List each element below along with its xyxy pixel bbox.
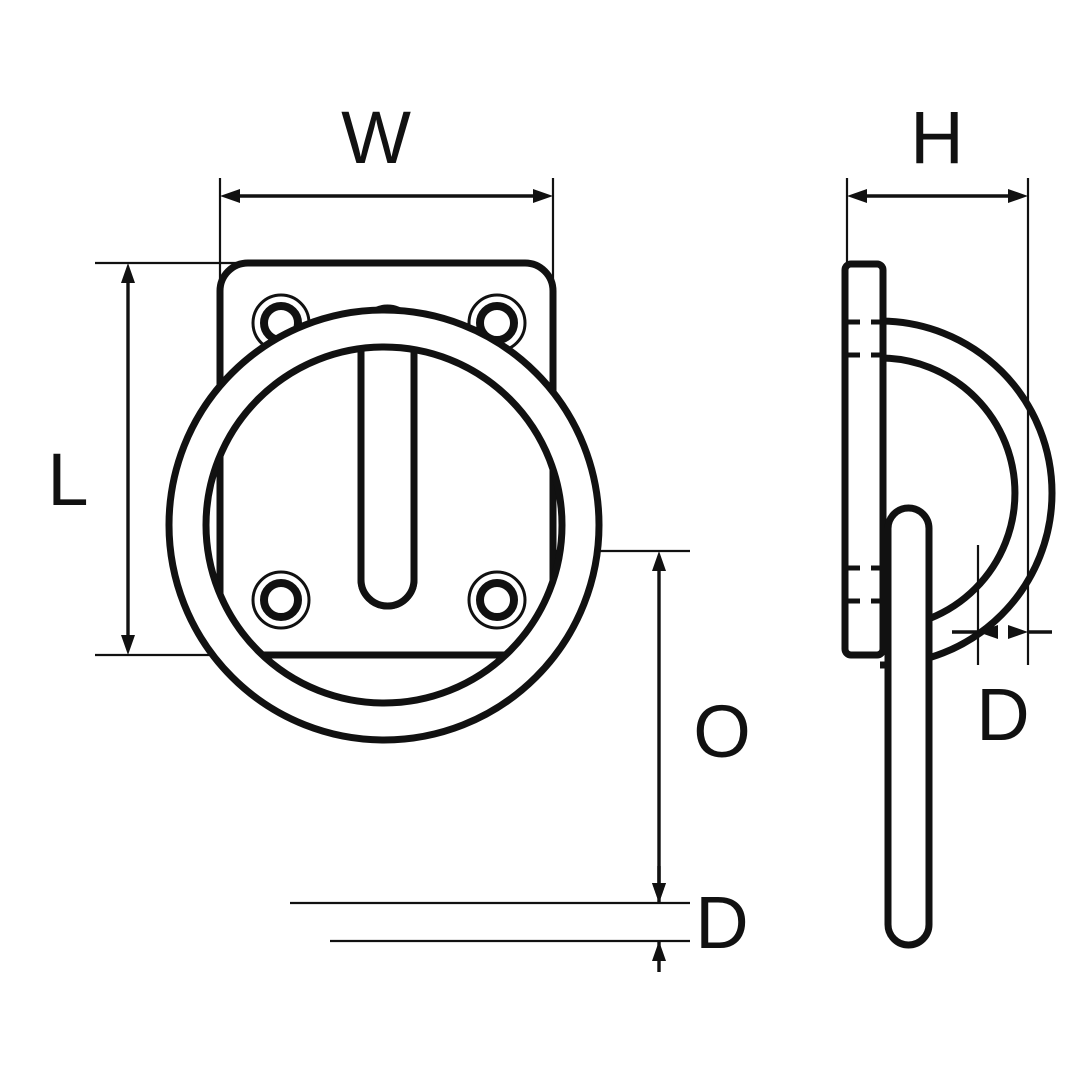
mounting-holes-group [251, 293, 527, 630]
round-ring [165, 306, 603, 744]
dimension-label-h: H [910, 96, 963, 179]
side-hidden-hole-lines [847, 319, 881, 604]
arrow-d-side-left [978, 625, 998, 639]
dimension-label-l: L [47, 438, 88, 521]
arrow-w-left [220, 189, 240, 203]
side-view: H D [841, 96, 1056, 949]
dimension-l: L [47, 263, 135, 655]
side-mounting-plate [841, 260, 887, 659]
dimension-label-o: O [693, 690, 751, 773]
dimension-d-side: D [952, 625, 1052, 756]
arrow-d-front-bottom [652, 941, 666, 961]
center-slot-foreground-cap [357, 520, 418, 610]
side-ring-profile [879, 317, 1056, 669]
side-ring-stock-bar [884, 504, 933, 949]
side-ring-outer-arc [879, 317, 1056, 669]
dimension-label-w: W [341, 96, 411, 179]
arrow-d-side-right [1008, 625, 1028, 639]
arrow-w-right [533, 189, 553, 203]
dimension-o: O [652, 551, 751, 903]
arrow-l-top [121, 263, 135, 283]
mounting-hole-bottom-left [251, 570, 311, 630]
front-view: W L O D [47, 96, 751, 972]
arrow-d-front-top [652, 883, 666, 903]
arrow-h-right [1008, 189, 1028, 203]
arrow-h-left [847, 189, 867, 203]
arrow-l-bottom [121, 635, 135, 655]
dimension-w: W [220, 96, 553, 203]
ring-outer-circle [165, 306, 603, 744]
mounting-hole-bottom-right [467, 570, 527, 630]
arrow-o-top [652, 551, 666, 571]
dimension-label-d-side: D [976, 673, 1029, 756]
dimension-label-d-front: D [695, 881, 748, 964]
dimension-h: H [847, 96, 1028, 203]
dimension-d-front: D [652, 866, 749, 972]
ring-inner-circle [202, 343, 566, 707]
side-ring-inner-arc [879, 354, 1019, 632]
